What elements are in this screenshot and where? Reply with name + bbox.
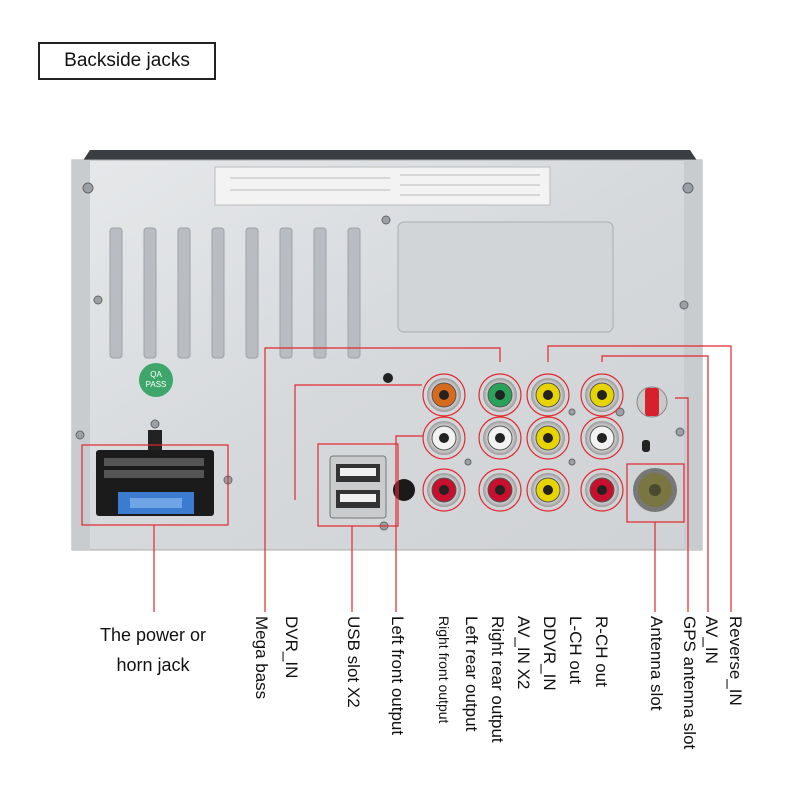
power-jack-label: The power or horn jack (99, 625, 207, 675)
label-av-in: AV_IN (702, 616, 721, 664)
label-right-rear-output: Right rear output (488, 616, 507, 743)
left-rear-white-jack (478, 416, 522, 460)
reverse-in-yellow-jack (580, 373, 624, 417)
label-ddvr-in: DDVR_IN (540, 616, 559, 691)
usb-ports (329, 455, 387, 519)
antenna-socket (633, 468, 677, 512)
page-title: Backside jacks (64, 50, 190, 71)
embossed-panel (397, 221, 614, 333)
label-left-rear-output: Left rear output (462, 616, 481, 732)
callouts (81, 345, 732, 612)
label-antenna-slot: Antenna slot (647, 616, 666, 711)
right-front-red-jack (422, 468, 466, 512)
chassis: QA PASS (71, 150, 703, 551)
av-in-yellow-1-jack (526, 373, 570, 417)
label-usb-slot: USB slot X2 (344, 616, 363, 708)
rch-red-jack (580, 468, 624, 512)
power-callout-box (81, 444, 229, 526)
led-hole (383, 373, 393, 383)
label-av-in-x2: AV_IN X2 (514, 616, 533, 690)
label-right-front-output: Right front output (436, 616, 452, 724)
left-front-white-jack (422, 416, 466, 460)
label-left-front-output: Left front output (388, 616, 407, 736)
mega-bass-jack-jack (422, 373, 466, 417)
usb-callout-box (317, 443, 399, 527)
svg-text:PASS: PASS (146, 380, 167, 389)
label-dvr-in: DVR_IN (282, 616, 301, 679)
gps-connector (636, 386, 668, 418)
qa-pass-badge: QA PASS (139, 363, 173, 397)
power-connector (96, 430, 214, 516)
title-box: Backside jacks (38, 42, 216, 80)
svg-text:QA: QA (150, 370, 162, 379)
label-rch-out: R-CH out (592, 616, 611, 687)
right-rear-red-jack (478, 468, 522, 512)
rca-jacks (422, 373, 624, 512)
label-lch-out: L-CH out (566, 616, 585, 685)
gps-led-slot (642, 440, 650, 452)
label-mega-bass: Mega bass (252, 616, 271, 700)
label-reverse-in: Reverse_IN (726, 616, 745, 706)
spec-sticker (214, 166, 551, 206)
av-in-yellow-2-jack (526, 416, 570, 460)
lch-white-jack (580, 416, 624, 460)
dvr-jack-green-jack (478, 373, 522, 417)
ddvr-yellow-jack (526, 468, 570, 512)
label-gps-antenna-slot: GPS antenna slot (680, 616, 699, 750)
vent-slots (109, 227, 361, 359)
